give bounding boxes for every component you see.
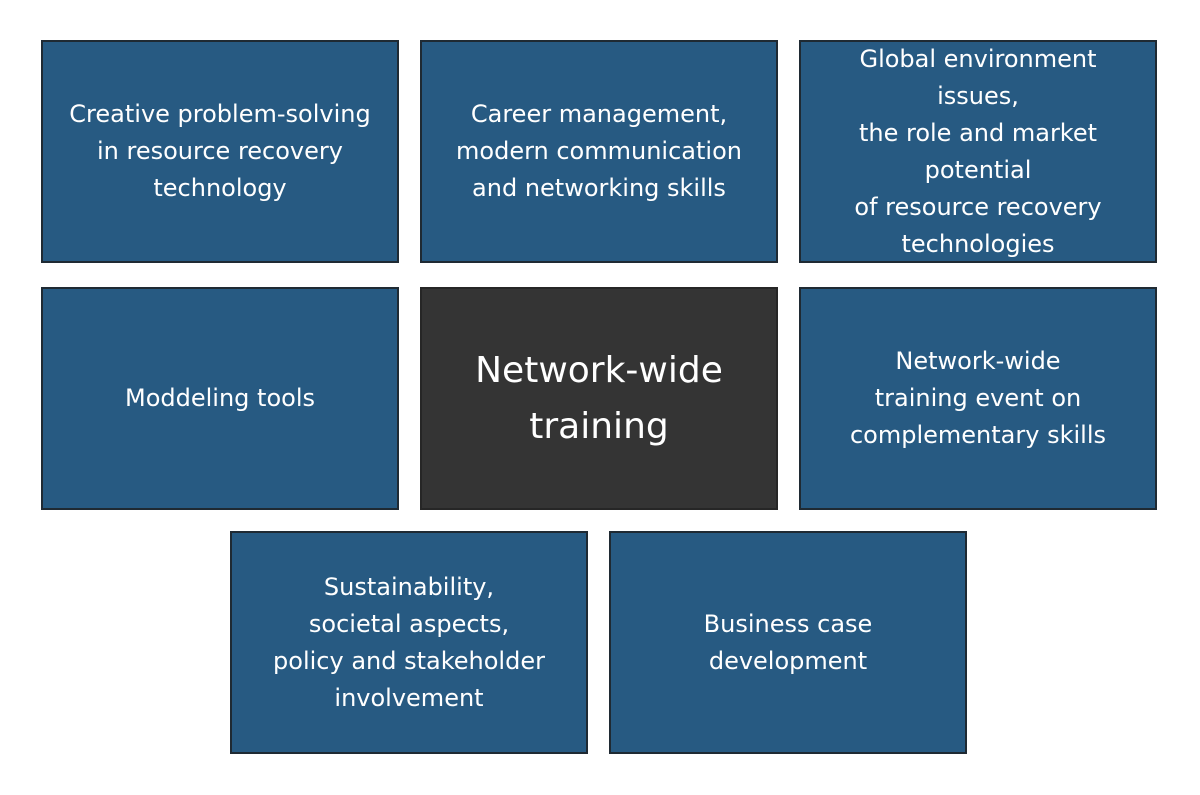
tile-training-event: Network-wide training event on complemen…: [799, 287, 1157, 510]
tile-label: Career management, modern communication …: [456, 100, 742, 202]
tile-modeling-tools: Moddeling tools: [41, 287, 399, 510]
tile-label: Moddeling tools: [125, 384, 315, 412]
center-label: Network-wide training: [475, 349, 723, 447]
tile-global-environment: Global environment issues, the role and …: [799, 40, 1157, 263]
tile-sustainability: Sustainability, societal aspects, policy…: [230, 531, 588, 754]
tile-label: Sustainability, societal aspects, policy…: [273, 572, 545, 712]
tile-label: Network-wide training event on complemen…: [849, 347, 1106, 449]
tile-career-management: Career management, modern communication …: [420, 40, 778, 263]
tile-label: Business case development: [703, 609, 873, 675]
center-tile-network-wide-training: Network-wide training: [420, 287, 778, 510]
tile-business-case: Business case development: [609, 531, 967, 754]
tile-label: Global environment issues, the role and …: [854, 44, 1102, 258]
tile-creative-problem-solving: Creative problem-solving in resource rec…: [41, 40, 399, 263]
tile-label: Creative problem-solving in resource rec…: [69, 100, 371, 202]
